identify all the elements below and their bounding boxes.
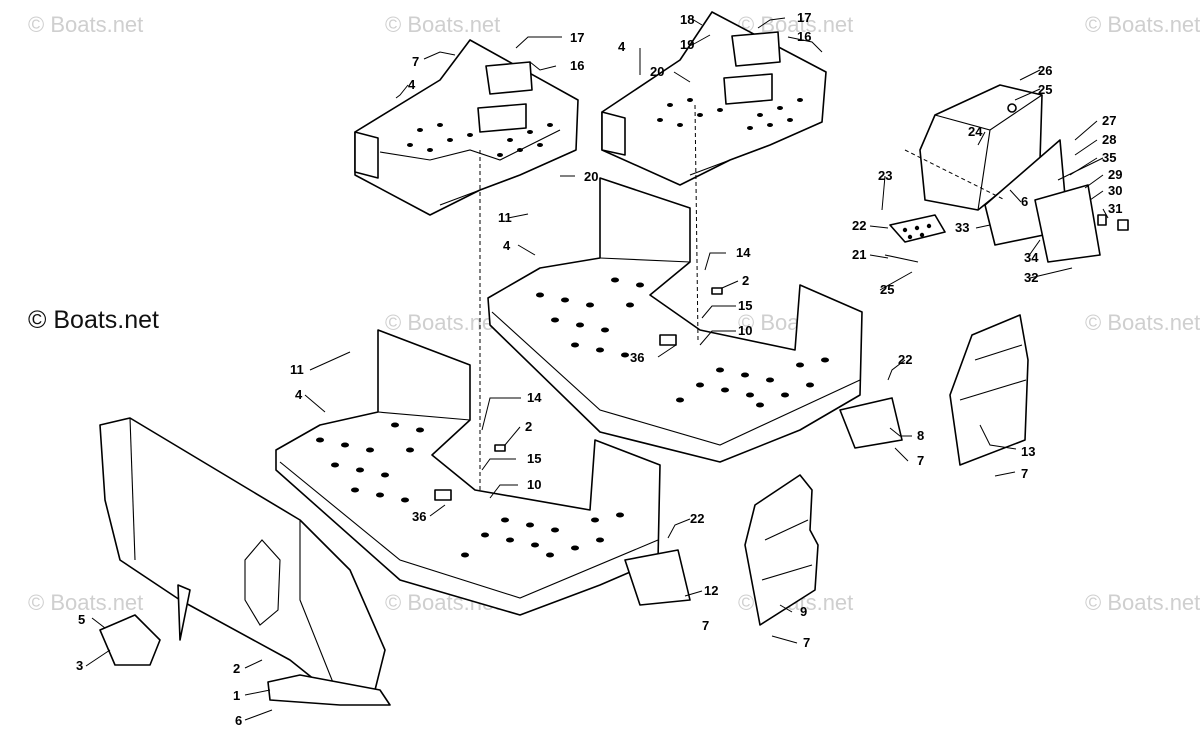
side-guard-13 — [949, 314, 1029, 466]
storage-box — [884, 84, 1129, 263]
callout-23: 23 — [878, 168, 892, 183]
callout-9: 9 — [800, 604, 807, 619]
callout-10: 10 — [527, 477, 541, 492]
callout-13: 13 — [1021, 444, 1035, 459]
callout-33: 33 — [955, 220, 969, 235]
callout-6: 6 — [1021, 194, 1028, 209]
callout-7: 7 — [1021, 466, 1028, 481]
front-bulkhead — [99, 417, 391, 706]
callout-19: 19 — [680, 37, 694, 52]
callout-25: 25 — [880, 282, 894, 297]
callout-30: 30 — [1108, 183, 1122, 198]
callout-7: 7 — [917, 453, 924, 468]
callout-11: 11 — [290, 362, 304, 377]
callout-24: 24 — [968, 124, 983, 139]
callout-21: 21 — [852, 247, 866, 262]
watermark-main: © Boats.net — [28, 306, 159, 334]
callout-4: 4 — [408, 77, 416, 92]
floor-holes — [316, 422, 624, 558]
callout-2: 2 — [742, 273, 749, 288]
callout-14: 14 — [736, 245, 751, 260]
callout-6: 6 — [235, 713, 242, 728]
callout-15: 15 — [738, 298, 752, 313]
floor-holes — [536, 277, 829, 408]
callout-15: 15 — [527, 451, 541, 466]
watermark-tile: © Boats.net — [1085, 12, 1200, 37]
footrest-panel-left — [354, 39, 579, 216]
floor-pan-upper — [487, 177, 863, 463]
callout-17: 17 — [570, 30, 584, 45]
watermark-tile: © Boats.net — [1085, 310, 1200, 335]
floor-pan-lower — [275, 329, 661, 616]
callout-31: 31 — [1108, 201, 1122, 216]
side-guard-9 — [744, 474, 819, 626]
callout-11: 11 — [498, 210, 512, 225]
footrest-panel-right — [601, 11, 827, 186]
callout-14: 14 — [527, 390, 542, 405]
callout-26: 26 — [1038, 63, 1052, 78]
callout-25: 25 — [1038, 82, 1052, 97]
callout-10: 10 — [738, 323, 752, 338]
callout-4: 4 — [503, 238, 511, 253]
callout-36: 36 — [412, 509, 426, 524]
callout-20: 20 — [650, 64, 664, 79]
watermark-tile: © Boats.net — [28, 12, 143, 37]
callout-16: 16 — [570, 58, 584, 73]
watermark-tile: © Boats.net — [28, 590, 143, 615]
bracket-holes — [902, 223, 932, 240]
callout-7: 7 — [412, 54, 419, 69]
callout-4: 4 — [295, 387, 303, 402]
callout-35: 35 — [1102, 150, 1116, 165]
floor-holes — [657, 98, 803, 130]
watermark-tile: © Boats.net — [385, 310, 500, 335]
callout-8: 8 — [917, 428, 924, 443]
callout-34: 34 — [1024, 250, 1039, 265]
callout-32: 32 — [1024, 270, 1038, 285]
callout-27: 27 — [1102, 113, 1116, 128]
callout-3: 3 — [76, 658, 83, 673]
callout-2: 2 — [233, 661, 240, 676]
callout-12: 12 — [704, 583, 718, 598]
cup-holder — [477, 61, 533, 133]
callout-36: 36 — [630, 350, 644, 365]
callout-29: 29 — [1108, 167, 1122, 182]
callout-1: 1 — [233, 688, 240, 703]
callout-7: 7 — [702, 618, 709, 633]
callout-17: 17 — [797, 10, 811, 25]
side-panel-8 — [839, 397, 903, 449]
callout-7: 7 — [803, 635, 810, 650]
callout-22: 22 — [852, 218, 866, 233]
callout-22: 22 — [690, 511, 704, 526]
callout-2: 2 — [525, 419, 532, 434]
callout-4: 4 — [618, 39, 626, 54]
callouts: 17 16 7 4 20 4 18 19 17 16 20 11 4 14 2 … — [76, 10, 1122, 728]
callout-16: 16 — [797, 29, 811, 44]
watermark-tile: © Boats.net — [385, 12, 500, 37]
callout-18: 18 — [680, 12, 694, 27]
cup-holder — [723, 31, 781, 105]
leader-lines — [85, 17, 1109, 721]
callout-20: 20 — [584, 169, 598, 184]
watermark-tile: © Boats.net — [738, 12, 853, 37]
watermark-tile: © Boats.net — [1085, 590, 1200, 615]
callout-28: 28 — [1102, 132, 1116, 147]
side-panel-12 — [624, 549, 691, 606]
floor-holes — [407, 123, 553, 157]
callout-22: 22 — [898, 352, 912, 367]
callout-5: 5 — [78, 612, 85, 627]
